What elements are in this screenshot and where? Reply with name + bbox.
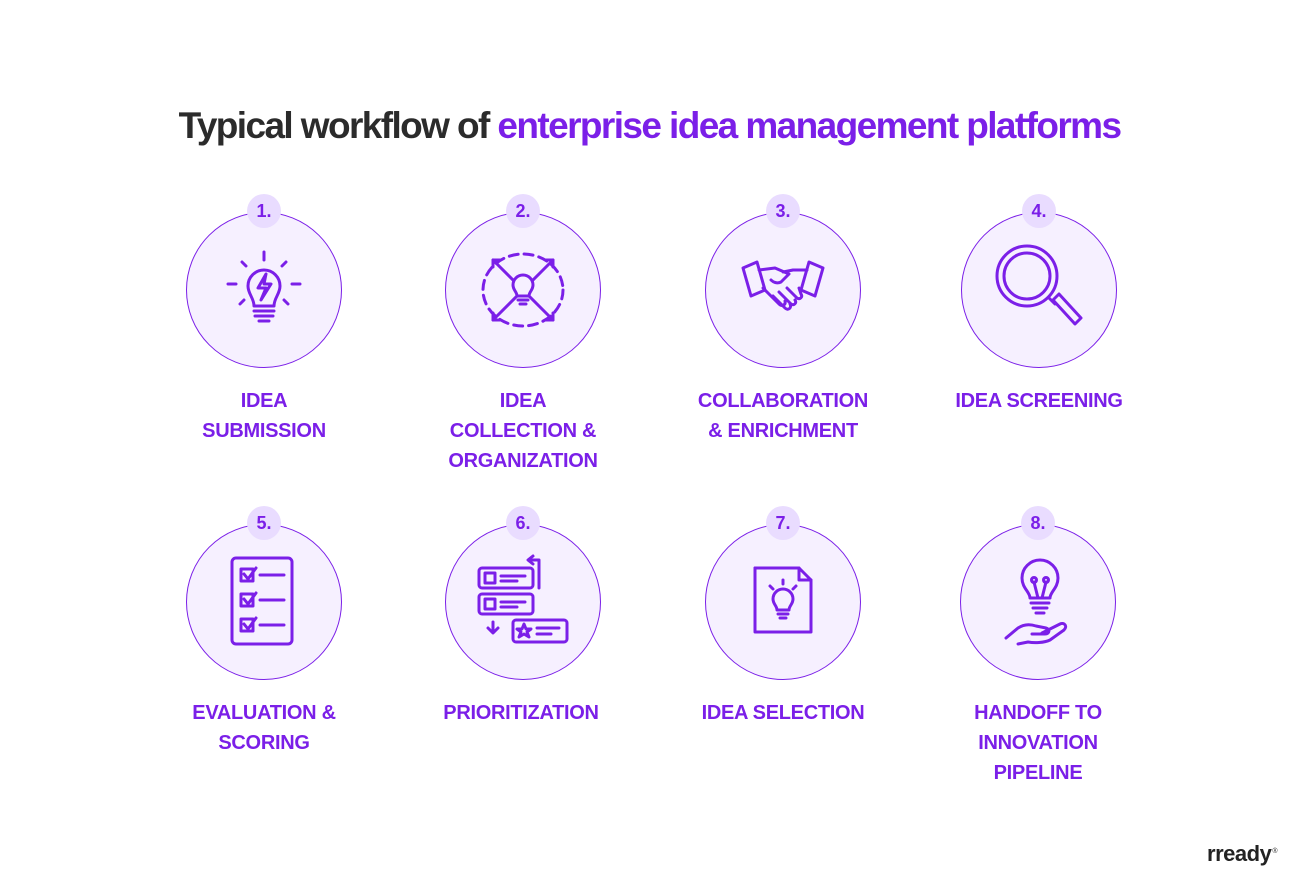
step-number-badge: 8.	[1021, 506, 1055, 540]
step-circle	[705, 212, 861, 368]
step-label-line: PIPELINE	[993, 762, 1083, 784]
title-accent: enterprise idea management platforms	[497, 105, 1122, 146]
priority-list-icon	[473, 552, 573, 652]
step-number-badge: 2.	[506, 194, 540, 228]
step-number-badge: 6.	[506, 506, 540, 540]
step-label-line: SCORING	[218, 732, 310, 754]
step-label: IDEA SUBMISSION	[144, 386, 384, 446]
step-circle	[961, 212, 1117, 368]
step-label-line: INNOVATION	[978, 732, 1098, 754]
step-circle	[186, 524, 342, 680]
step-circle	[705, 524, 861, 680]
step-label: EVALUATION & SCORING	[144, 698, 384, 758]
magnifier-icon	[989, 240, 1089, 340]
step-label-line: ORGANIZATION	[448, 450, 598, 472]
step-label-line: IDEA SELECTION	[701, 702, 865, 724]
step-number-badge: 3.	[766, 194, 800, 228]
step-label-line: COLLECTION &	[449, 420, 597, 442]
step-label: IDEA COLLECTION & ORGANIZATION	[403, 386, 643, 476]
step-label-line: & ENRICHMENT	[708, 420, 858, 442]
step-label: PRIORITIZATION	[401, 698, 641, 728]
lightbulb-cycle-icon	[473, 240, 573, 340]
page-title: Typical workflow of enterprise idea mana…	[0, 105, 1299, 147]
logo-text: rready	[1207, 841, 1272, 866]
handshake-icon	[733, 240, 833, 340]
step-label-line: IDEA	[240, 390, 288, 412]
step-number-badge: 5.	[247, 506, 281, 540]
lightbulb-bolt-icon	[214, 240, 314, 340]
rready-logo: rready®	[1207, 841, 1277, 867]
step-number-badge: 4.	[1022, 194, 1056, 228]
lightbulb-document-icon	[733, 552, 833, 652]
title-plain: Typical workflow of	[178, 105, 498, 146]
step-label-line: HANDOFF TO	[974, 702, 1102, 724]
step-number-badge: 7.	[766, 506, 800, 540]
logo-registered-mark: ®	[1272, 847, 1277, 855]
step-label-line: EVALUATION &	[192, 702, 336, 724]
step-label: COLLABORATION & ENRICHMENT	[663, 386, 903, 446]
hand-lightbulb-icon	[988, 552, 1088, 652]
step-label-line: SUBMISSION	[202, 420, 326, 442]
checklist-icon	[214, 552, 314, 652]
step-label: HANDOFF TO INNOVATION PIPELINE	[918, 698, 1158, 788]
step-label: IDEA SELECTION	[663, 698, 903, 728]
step-label-line: PRIORITIZATION	[443, 702, 599, 724]
step-label: IDEA SCREENING	[919, 386, 1159, 416]
step-number-badge: 1.	[247, 194, 281, 228]
step-label-line: COLLABORATION	[697, 390, 869, 412]
step-label-line: IDEA SCREENING	[955, 390, 1123, 412]
step-label-line: IDEA	[499, 390, 547, 412]
